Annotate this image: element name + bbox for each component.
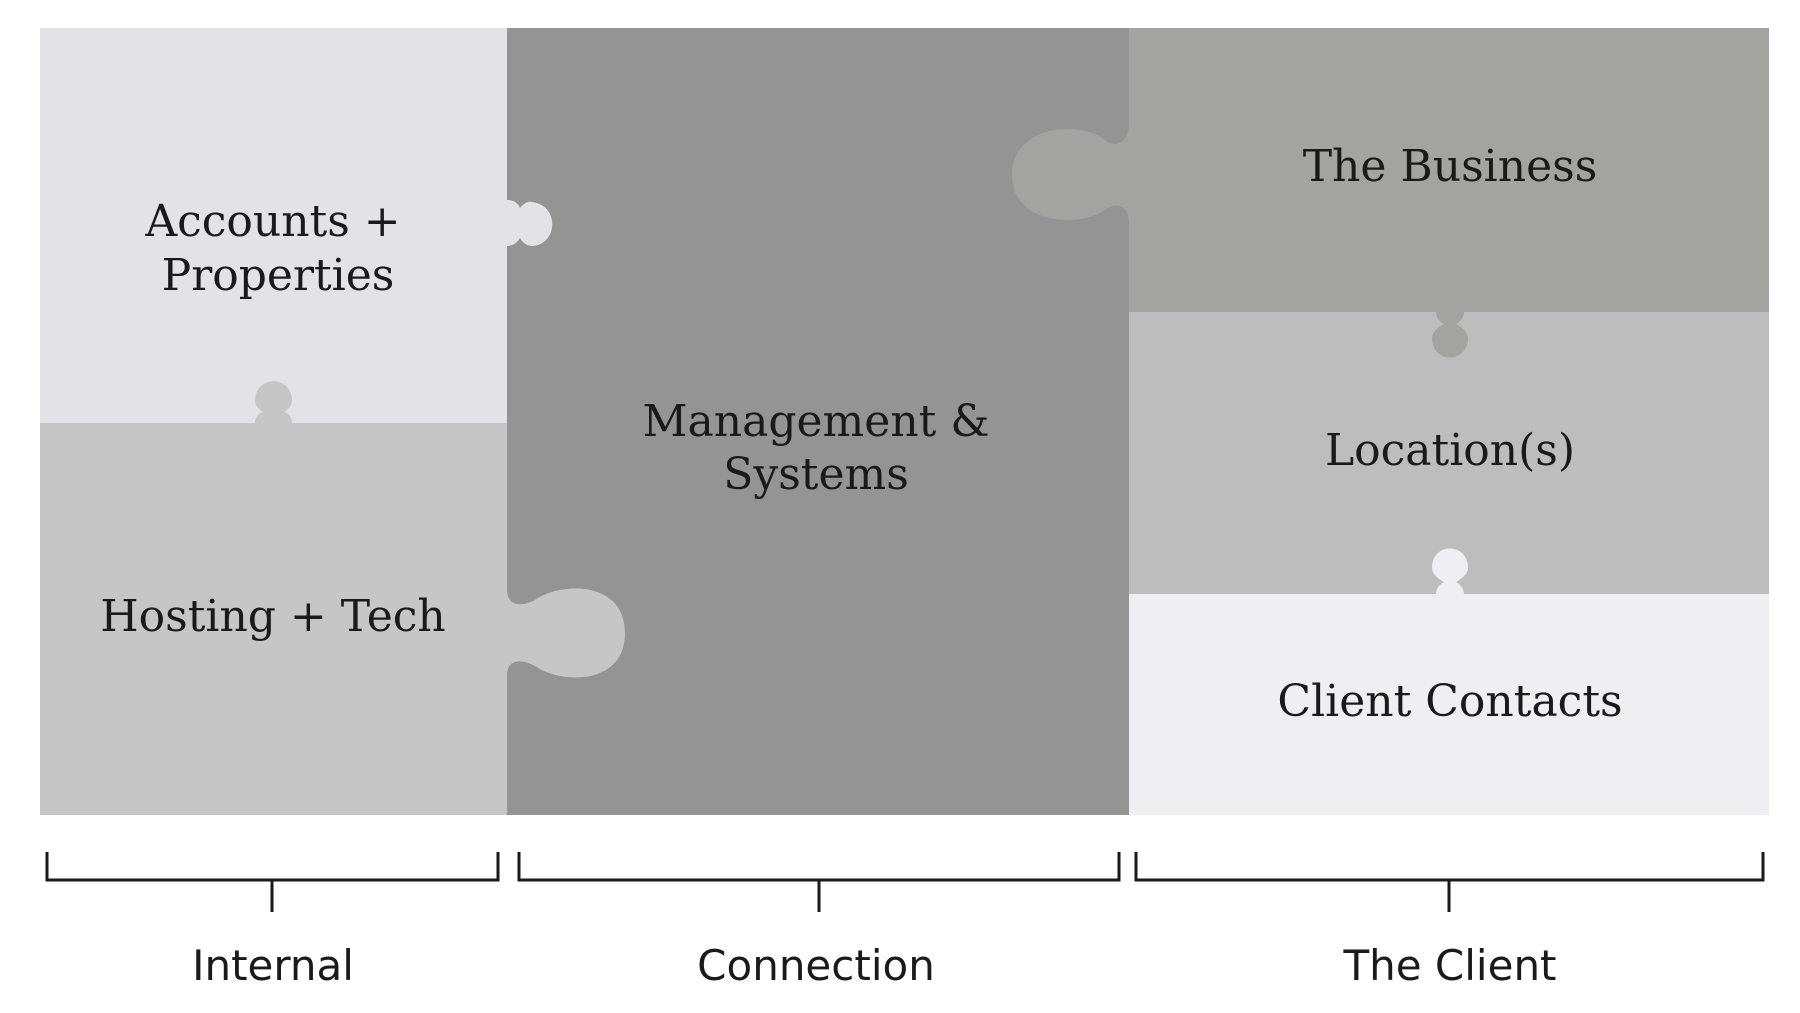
group-label-the-client: The Client [1342,941,1556,990]
tab-accounts-into-management [507,200,553,246]
bracket-internal [45,852,500,912]
piece-the-business [1129,28,1769,312]
label-hosting-tech: Hosting + Tech [100,591,446,642]
group-label-internal: Internal [192,941,354,990]
bracket-connection [517,852,1121,912]
piece-hosting-tech [40,423,507,815]
group-label-connection: Connection [697,941,935,990]
label-the-business: The Business [1303,141,1598,192]
tab-business-into-locations [1432,312,1468,358]
piece-client-contacts [1129,594,1769,815]
piece-locations [1129,312,1769,594]
bracket-the-client [1134,852,1765,912]
tab-hosting-into-accounts [255,381,292,423]
label-management-line-1: Management & [643,396,990,447]
piece-accounts-properties [40,28,507,423]
label-accounts-line-1: Accounts + [144,196,400,247]
tab-hosting-into-management [507,588,625,678]
tab-business-into-management [1012,123,1129,222]
label-locations: Location(s) [1325,425,1575,476]
label-management-line-2: Systems [723,449,909,500]
label-accounts-line-2: Properties [162,250,395,301]
label-client-contacts: Client Contacts [1277,676,1622,727]
tab-contacts-into-locations [1432,548,1468,594]
